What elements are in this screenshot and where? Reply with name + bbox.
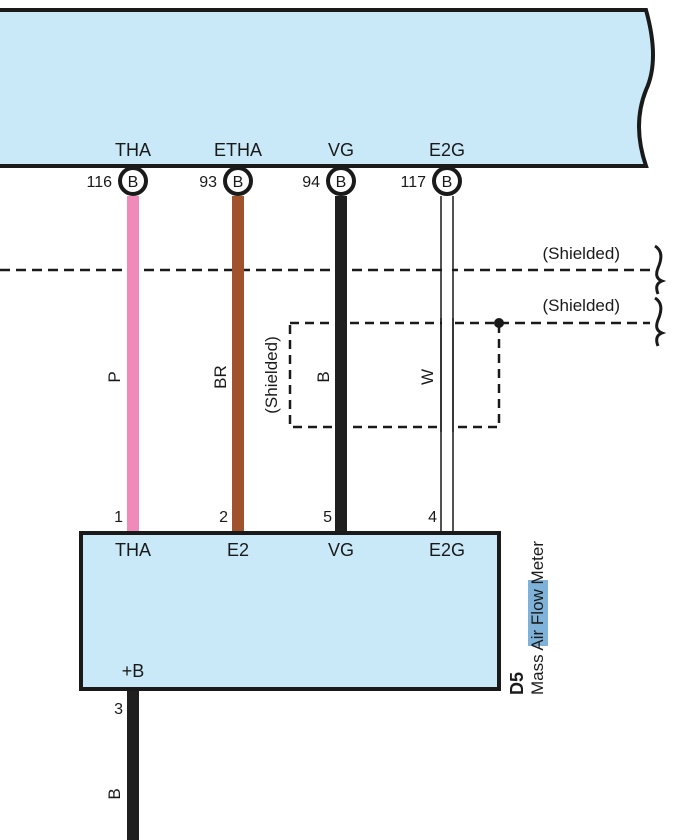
ecu-pin-num-94: 94 — [302, 174, 320, 191]
component-name-prefix: Mass — [528, 651, 547, 695]
vertical-shield-label: (Shielded) — [262, 336, 281, 414]
meter-pin-num-2: 2 — [219, 509, 228, 526]
inner-shield-brace — [654, 296, 667, 347]
meter-pin-num-1: 1 — [114, 509, 123, 526]
meter-pin-label-e2g: E2G — [429, 540, 465, 560]
component-name-highlight — [528, 580, 548, 646]
ecu-connector-b-3 — [326, 166, 356, 196]
ecu-pin-label-etha: ETHA — [214, 140, 262, 160]
ecu-pin-num-93: 93 — [199, 174, 217, 191]
ecu-connector-letter-4: B — [442, 174, 453, 191]
ecu-connector-letter-1: B — [128, 174, 139, 191]
ecu-pin-label-vg: VG — [328, 140, 354, 160]
ecu-pin-label-e2g: E2G — [429, 140, 465, 160]
shield-ground-junction — [494, 318, 504, 328]
meter-power-pin-label: +B — [122, 661, 145, 681]
component-name-group: D5 Mass Air Flow Meter — [507, 541, 548, 695]
mass-air-flow-meter-box — [79, 531, 501, 691]
wire-white-fill-over — [442, 320, 452, 330]
meter-pin-label-e2: E2 — [227, 540, 249, 560]
ecu-pin-num-117: 117 — [400, 174, 426, 191]
inner-shield-label: (Shielded) — [543, 296, 621, 315]
ecu-connector-b-4 — [432, 166, 462, 196]
wire-code-br: BR — [211, 365, 230, 389]
outer-shield-brace — [654, 244, 667, 295]
ecu-connector-b-1 — [118, 166, 148, 196]
wire-white-fill — [442, 196, 452, 532]
wire-code-p: P — [105, 371, 124, 382]
ecu-pin-label-tha: THA — [115, 140, 151, 160]
meter-pin-num-3: 3 — [114, 701, 123, 718]
component-name-suffix: Meter — [528, 541, 547, 590]
ecu-block — [0, 8, 655, 168]
wire-code-w: W — [418, 369, 437, 385]
ecu-connector-letter-2: B — [233, 174, 244, 191]
inner-shield-box — [288, 321, 501, 429]
wire-white-fill-over-bottom — [442, 422, 452, 432]
component-name-highlighted: Air Flow — [528, 588, 547, 650]
component-id: D5 — [507, 672, 527, 695]
ecu-connector-letter-3: B — [336, 174, 347, 191]
wire-code-power-b: B — [105, 788, 124, 799]
outer-shield-label: (Shielded) — [543, 244, 621, 263]
meter-pin-label-tha: THA — [115, 540, 151, 560]
meter-pin-num-5: 5 — [323, 509, 332, 526]
meter-pin-label-vg: VG — [328, 540, 354, 560]
wire-code-b: B — [314, 371, 333, 382]
ecu-pin-num-116: 116 — [86, 174, 112, 191]
ecu-block-left-cover — [0, 12, 3, 164]
component-name: Mass Air Flow Meter — [528, 541, 547, 695]
meter-pin-num-4: 4 — [428, 509, 437, 526]
ecu-connector-b-2 — [223, 166, 253, 196]
